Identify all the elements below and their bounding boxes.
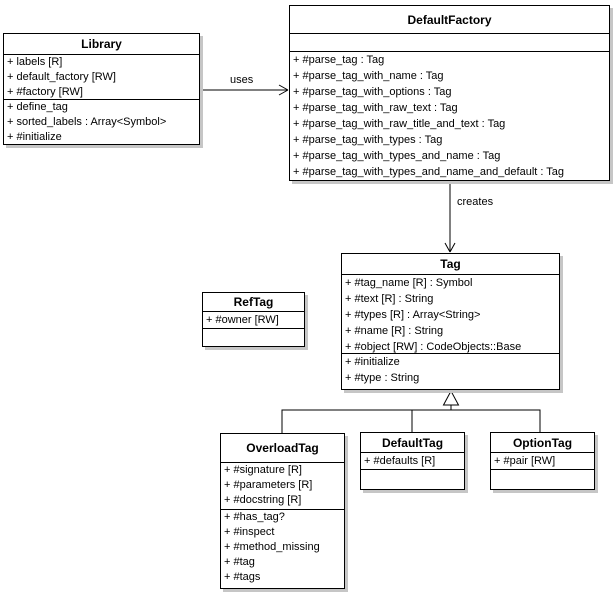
class-library: Library + labels [R] + default_factory [… xyxy=(3,33,200,145)
attribute: + default_factory [RW] xyxy=(7,71,116,83)
class-title: DefaultFactory xyxy=(407,12,492,27)
class-title: RefTag xyxy=(233,295,274,309)
class-option-tag: OptionTag + #pair [RW] xyxy=(490,432,595,490)
method: + #tag xyxy=(224,556,255,568)
attribute: + #name [R] : String xyxy=(345,325,444,337)
methods-compartment: + #parse_tag : Tag + #parse_tag_with_nam… xyxy=(290,51,609,180)
class-title: OptionTag xyxy=(512,435,573,450)
generalization-triangle-icon xyxy=(442,389,460,406)
method: + define_tag xyxy=(7,101,68,113)
class-title: OverloadTag xyxy=(246,441,319,455)
generalization-bus-line xyxy=(281,405,541,433)
methods-compartment: + #has_tag? + #inspect + #method_missing… xyxy=(221,509,344,588)
method: + #parse_tag_with_name : Tag xyxy=(293,70,444,82)
methods-compartment: + #initialize + #type : String xyxy=(342,353,559,389)
class-default-tag: DefaultTag + #defaults [R] xyxy=(360,432,465,490)
attribute: + #factory [RW] xyxy=(7,86,83,98)
attribute: + #signature [R] xyxy=(224,464,302,476)
methods-compartment: + define_tag + sorted_labels : Array<Sym… xyxy=(4,99,199,144)
attributes-compartment xyxy=(290,33,609,51)
attributes-compartment: + labels [R] + default_factory [RW] + #f… xyxy=(4,54,199,99)
attribute: + #tag_name [R] : Symbol xyxy=(345,277,473,289)
method: + #parse_tag_with_raw_title_and_text : T… xyxy=(293,118,506,130)
attributes-compartment: + #pair [RW] xyxy=(491,452,594,469)
attribute: + #text [R] : String xyxy=(345,293,434,305)
class-title: Tag xyxy=(440,257,461,271)
method: + #parse_tag_with_options : Tag xyxy=(293,86,452,98)
class-ref-tag: RefTag + #owner [RW] xyxy=(202,292,305,347)
edge-label-creates: creates xyxy=(456,196,495,209)
uses-association-line xyxy=(200,84,289,96)
edge-label-uses: uses xyxy=(229,74,255,87)
attribute: + #pair [RW] xyxy=(494,455,556,467)
attribute: + #types [R] : Array<String> xyxy=(345,309,481,321)
methods-compartment xyxy=(203,328,304,346)
attribute: + labels [R] xyxy=(7,56,63,68)
attribute: + #object [RW] : CodeObjects::Base xyxy=(345,341,522,353)
attribute: + #parameters [R] xyxy=(224,479,313,491)
method: + #parse_tag_with_types_and_name : Tag xyxy=(293,150,501,162)
method: + #initialize xyxy=(345,356,400,368)
method: + sorted_labels : Array<Symbol> xyxy=(7,116,167,128)
method: + #parse_tag_with_raw_text : Tag xyxy=(293,102,458,114)
method: + #parse_tag_with_types : Tag xyxy=(293,134,443,146)
methods-compartment xyxy=(491,469,594,489)
attributes-compartment: + #owner [RW] xyxy=(203,311,304,328)
attribute: + #docstring [R] xyxy=(224,494,302,506)
method: + #initialize xyxy=(7,131,62,143)
attributes-compartment: + #tag_name [R] : Symbol + #text [R] : S… xyxy=(342,274,559,353)
method: + #parse_tag : Tag xyxy=(293,54,385,66)
class-title: Library xyxy=(81,37,122,51)
creates-association-line xyxy=(444,180,456,253)
method: + #tags xyxy=(224,571,261,583)
attribute: + #owner [RW] xyxy=(206,314,279,326)
class-overload-tag: OverloadTag + #signature [R] + #paramete… xyxy=(220,433,345,589)
attribute: + #defaults [R] xyxy=(364,455,436,467)
class-tag: Tag + #tag_name [R] : Symbol + #text [R]… xyxy=(341,253,560,390)
class-default-factory: DefaultFactory + #parse_tag : Tag + #par… xyxy=(289,5,610,181)
method: + #parse_tag_with_types_and_name_and_def… xyxy=(293,166,565,178)
methods-compartment xyxy=(361,469,464,489)
attributes-compartment: + #defaults [R] xyxy=(361,452,464,469)
method: + #type : String xyxy=(345,372,420,384)
attributes-compartment: + #signature [R] + #parameters [R] + #do… xyxy=(221,462,344,509)
method: + #has_tag? xyxy=(224,511,285,523)
method: + #inspect xyxy=(224,526,275,538)
method: + #method_missing xyxy=(224,541,320,553)
class-title: DefaultTag xyxy=(381,435,444,450)
